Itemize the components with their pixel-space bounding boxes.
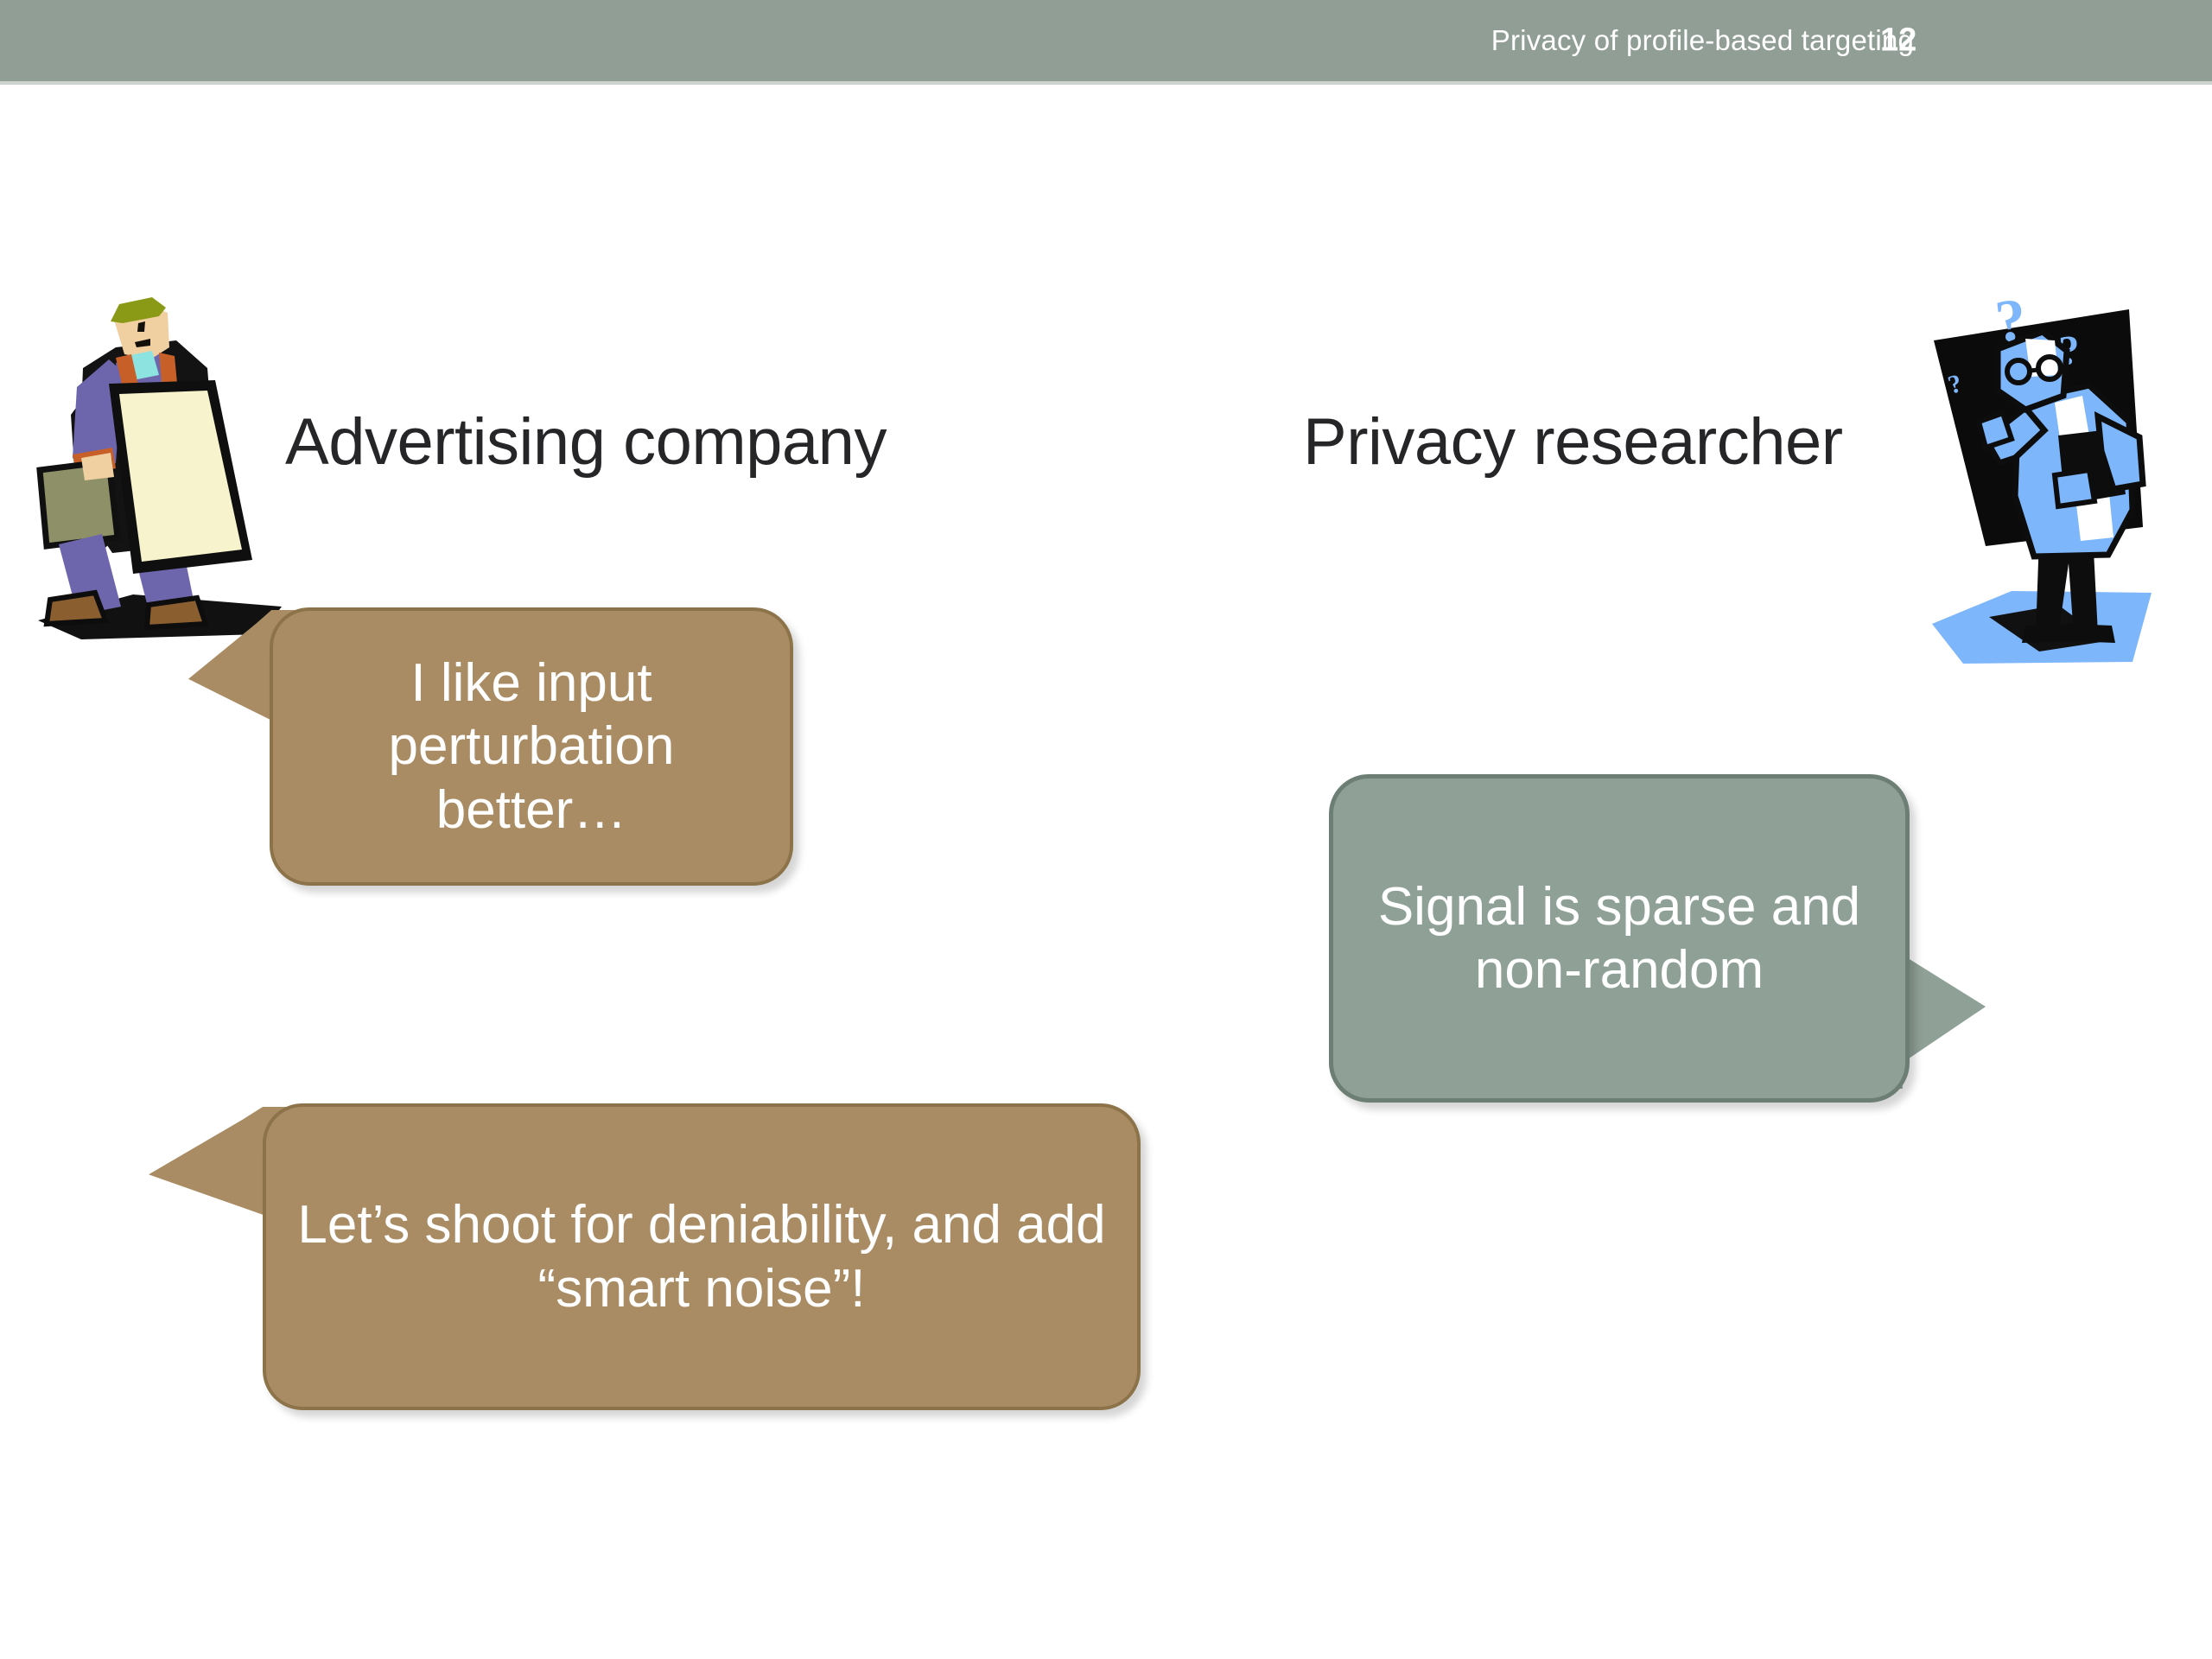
slide-header-bar: Privacy of profile-based targeting 12	[0, 0, 2212, 85]
page-number: 12	[1880, 22, 1917, 59]
header-title: Privacy of profile-based targeting	[1491, 24, 1914, 56]
speech-bubble-text: Let’s shoot for deniability, and add “sm…	[263, 1103, 1141, 1410]
speech-bubble-text: Signal is sparse and non-random	[1329, 774, 1910, 1103]
heading-advertising-company: Advertising company	[285, 405, 887, 479]
thinking-scientist-icon: ? ? ?	[1929, 278, 2212, 697]
speech-bubble-text: I like input perturbation better…	[270, 607, 793, 886]
heading-privacy-researcher: Privacy researcher	[1303, 405, 1843, 479]
sandwich-board-man-icon	[29, 285, 297, 648]
